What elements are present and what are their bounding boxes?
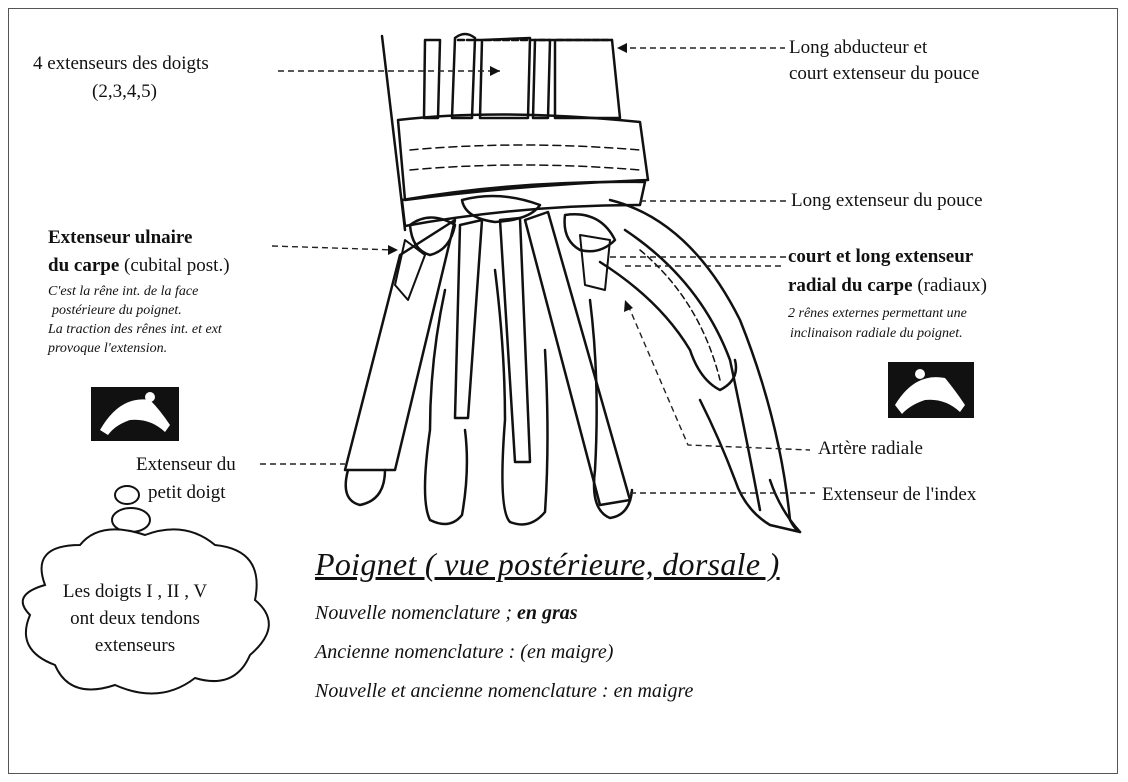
figure-title: Poignet ( vue postérieure, dorsale ) (315, 546, 780, 583)
radial-note-2: inclinaison radiale du poignet. (790, 325, 963, 343)
ulnar-note-4: provoque l'extension. (48, 340, 167, 358)
ulnar-note-3: La traction des rênes int. et ext (48, 321, 222, 339)
thumb-phalanx (700, 400, 800, 532)
tendon-top-4 (533, 40, 550, 118)
cloud-text: Les doigts I , II , V ont deux tendons e… (35, 578, 235, 659)
cloud-line-1: Les doigts I , II , V (35, 578, 235, 605)
ring-tendon (455, 220, 482, 418)
label-ulnar-title-2: du carpe (cubital post.) (48, 254, 230, 278)
legend-line-1-bold: en gras (517, 602, 578, 624)
tendon-top-1 (424, 40, 440, 118)
pictogram-left-icon (91, 387, 179, 441)
label-radial-plain: (radiaux) (913, 275, 987, 296)
radial-note-1: 2 rênes externes permettant une (788, 305, 967, 323)
label-finger-extensors: 4 extenseurs des doigts (33, 52, 209, 76)
label-index-extensor: Extenseur de l'index (822, 483, 976, 507)
tendon-top-2 (452, 34, 475, 118)
label-finger-extensors-numbers: (2,3,4,5) (92, 80, 157, 104)
legend-line-3: Nouvelle et ancienne nomenclature : en m… (315, 680, 693, 703)
label-long-abductor-2: court extenseur du pouce (789, 62, 979, 86)
thumb-extensor-tendon (625, 230, 760, 510)
label-radial-title-2: radial du carpe (radiaux) (788, 274, 987, 298)
label-long-extensor-thumb: Long extenseur du pouce (791, 189, 983, 213)
label-radial-artery: Artère radiale (818, 437, 923, 461)
middle-finger (495, 270, 548, 524)
cloud-line-3: extenseurs (35, 632, 235, 659)
legend-line-2: Ancienne nomenclature : (en maigre) (315, 641, 613, 664)
retinaculum (398, 114, 648, 200)
legend-line-1: Nouvelle nomenclature ; en gras (315, 602, 578, 625)
tendon-top-3 (480, 38, 530, 118)
ulnar-note-1: C'est la rêne int. de la face (48, 283, 198, 301)
label-radial-bold: radial du carpe (788, 275, 913, 296)
tendon-top-5 (555, 40, 620, 118)
label-ulnar-plain: (cubital post.) (119, 255, 229, 276)
label-little-finger-2: petit doigt (148, 481, 226, 505)
pictogram-right-icon (888, 362, 974, 418)
label-radial-title-1: court et long extenseur (788, 245, 973, 269)
little-finger-tendon (345, 220, 455, 470)
cloud-line-2: ont deux tendons (35, 605, 235, 632)
ulnar-note-2: postérieure du poignet. (52, 302, 182, 320)
ring-finger (425, 290, 467, 524)
label-little-finger-1: Extenseur du (136, 453, 236, 477)
index-tendon (525, 212, 630, 505)
radial-extensor-stub (580, 235, 610, 290)
label-ulnar-title-1: Extenseur ulnaire (48, 226, 192, 250)
label-ulnar-bold: du carpe (48, 255, 119, 276)
carpal-bone-3 (565, 214, 615, 251)
legend-line-1-plain: Nouvelle nomenclature ; (315, 602, 517, 624)
label-long-abductor-1: Long abducteur et (789, 36, 927, 60)
